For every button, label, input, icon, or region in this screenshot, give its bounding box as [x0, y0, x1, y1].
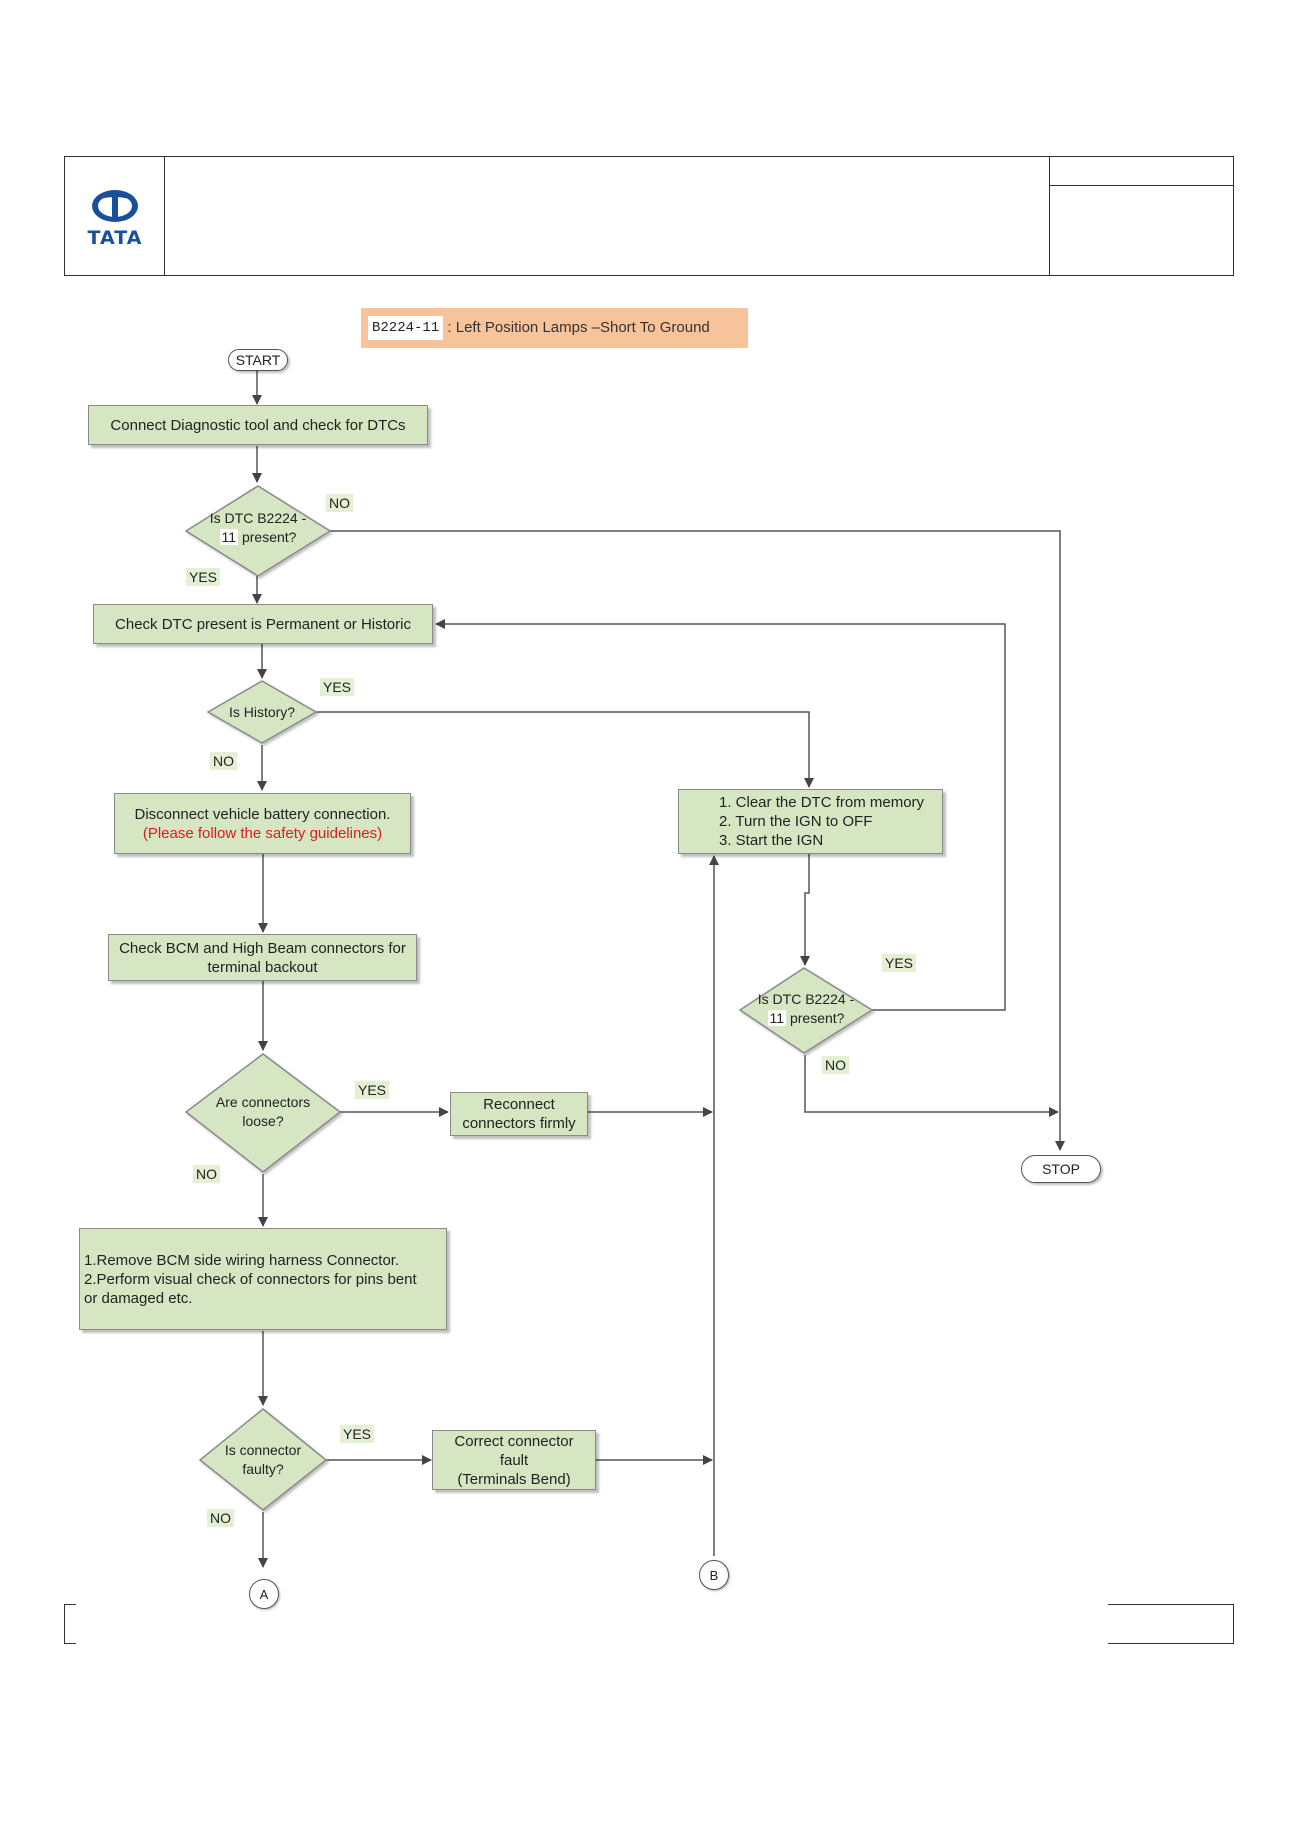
dtc-code: B2224-11 [368, 316, 444, 341]
tata-logo: TATA [83, 187, 147, 249]
label-no-history: NO [210, 752, 237, 770]
decision-dtc-present-shape [184, 485, 332, 577]
brand-name: TATA [87, 227, 143, 249]
label-no-loose: NO [193, 1165, 220, 1183]
decision-loose-text-2: loose? [242, 1113, 284, 1129]
decision-dtc-present-code: 11 [219, 529, 239, 545]
arrow-dtc-again-no-to-stop [804, 1055, 1059, 1117]
step-reconnect-connectors: Reconnect connectors firmly [450, 1092, 588, 1136]
clear-dtc-item-2: 2. Turn the IGN to OFF [719, 813, 873, 830]
connector-b: B [699, 1560, 729, 1590]
arrow-clear-to-dtc-again [800, 854, 810, 966]
footer-left-frame [64, 1604, 76, 1644]
decision-dtc-again-text-2: present? [786, 1010, 845, 1026]
dtc-title: B2224-11 : Left Position Lamps –Short To… [361, 308, 748, 348]
decision-connector-faulty: Is connector faulty? [208, 1441, 318, 1479]
arrow-dtc-again-yes-to-permanent [435, 619, 1006, 1011]
arrow-no-to-stop [330, 530, 1065, 1151]
footer-right-frame [1108, 1604, 1234, 1644]
step-connect-text: Connect Diagnostic tool and check for DT… [110, 416, 406, 434]
decision-dtc-present: Is DTC B2224 - 11 present? [196, 509, 320, 547]
decision-dtc-again-shape [738, 967, 874, 1054]
label-no-faulty: NO [207, 1509, 234, 1527]
step-remove-text-1: 1.Remove BCM side wiring harness Connect… [84, 1251, 400, 1269]
step-clear-dtc: 1. Clear the DTC from memory 2. Turn the… [678, 789, 943, 854]
decision-faulty-text-1: Is connector [224, 1442, 302, 1458]
step-check-connectors: Check BCM and High Beam connectors for t… [108, 934, 417, 981]
step-check-permanent-historic: Check DTC present is Permanent or Histor… [93, 604, 433, 644]
label-no-dtc-present: NO [326, 494, 353, 512]
step-remove-text-2: 2.Perform visual check of connectors for… [84, 1270, 417, 1288]
clear-dtc-item-1: 1. Clear the DTC from memory [719, 794, 925, 811]
tata-emblem-icon [92, 190, 138, 222]
decision-loose-text-1: Are connectors [215, 1094, 311, 1110]
arrow-history-yes-to-clear [316, 711, 814, 788]
step-correct-connector-fault: Correct connector fault (Terminals Bend) [432, 1430, 596, 1490]
decision-dtc-again-text-1: Is DTC B2224 - [757, 991, 855, 1007]
decision-dtc-present-text-1: Is DTC B2224 - [209, 510, 307, 526]
label-yes-faulty: YES [340, 1425, 375, 1443]
step-reconnect-text-1: Reconnect [483, 1096, 555, 1113]
step-correct-text-2: fault [499, 1451, 529, 1469]
clear-dtc-list: 1. Clear the DTC from memory 2. Turn the… [679, 793, 942, 850]
connector-a: A [249, 1579, 279, 1609]
header-meta-divider [1050, 185, 1233, 186]
decision-faulty-text-2: faulty? [242, 1461, 284, 1477]
step-check-permanent-text: Check DTC present is Permanent or Histor… [115, 615, 411, 633]
decision-history-text: Is History? [228, 704, 296, 720]
step-correct-text-3: (Terminals Bend) [457, 1470, 571, 1488]
dtc-description: : Left Position Lamps –Short To Ground [443, 319, 710, 337]
safety-warning-text: (Please follow the safety guidelines) [142, 824, 383, 842]
step-correct-text-1: Correct connector [454, 1432, 574, 1450]
step-connect-diagnostic-tool: Connect Diagnostic tool and check for DT… [88, 405, 428, 445]
document-header: TATA [64, 156, 1234, 276]
label-yes-history: YES [320, 678, 355, 696]
decision-connectors-loose: Are connectors loose? [198, 1093, 328, 1131]
stop-terminal: STOP [1021, 1155, 1101, 1183]
header-meta-cell [1049, 157, 1233, 275]
decision-dtc-present-text-2: present? [238, 529, 297, 545]
label-no-dtc-again: NO [822, 1056, 849, 1074]
step-reconnect-text-2: connectors firmly [462, 1115, 576, 1132]
step-disconnect-battery: Disconnect vehicle battery connection. (… [114, 793, 411, 854]
decision-dtc-again-code: 11 [767, 1010, 787, 1026]
label-yes-dtc-again: YES [882, 954, 917, 972]
decision-history-shape [206, 680, 318, 744]
decision-loose-shape [184, 1053, 342, 1173]
decision-history: Is History? [212, 703, 312, 722]
step-remove-bcm-connector: 1.Remove BCM side wiring harness Connect… [79, 1228, 447, 1330]
label-yes-dtc-present: YES [186, 568, 221, 586]
decision-faulty-shape [198, 1408, 328, 1511]
clear-dtc-item-3: 3. Start the IGN [719, 832, 824, 849]
logo-cell: TATA [65, 157, 165, 275]
step-remove-text-3: or damaged etc. [84, 1289, 193, 1307]
step-check-connectors-text-1: Check BCM and High Beam connectors for [119, 939, 406, 957]
start-terminal: START [228, 349, 288, 371]
step-disconnect-text: Disconnect vehicle battery connection. [134, 805, 391, 823]
decision-dtc-present-again: Is DTC B2224 - 11 present? [744, 990, 868, 1028]
step-check-connectors-text-2: terminal backout [207, 958, 318, 976]
label-yes-loose: YES [355, 1081, 390, 1099]
